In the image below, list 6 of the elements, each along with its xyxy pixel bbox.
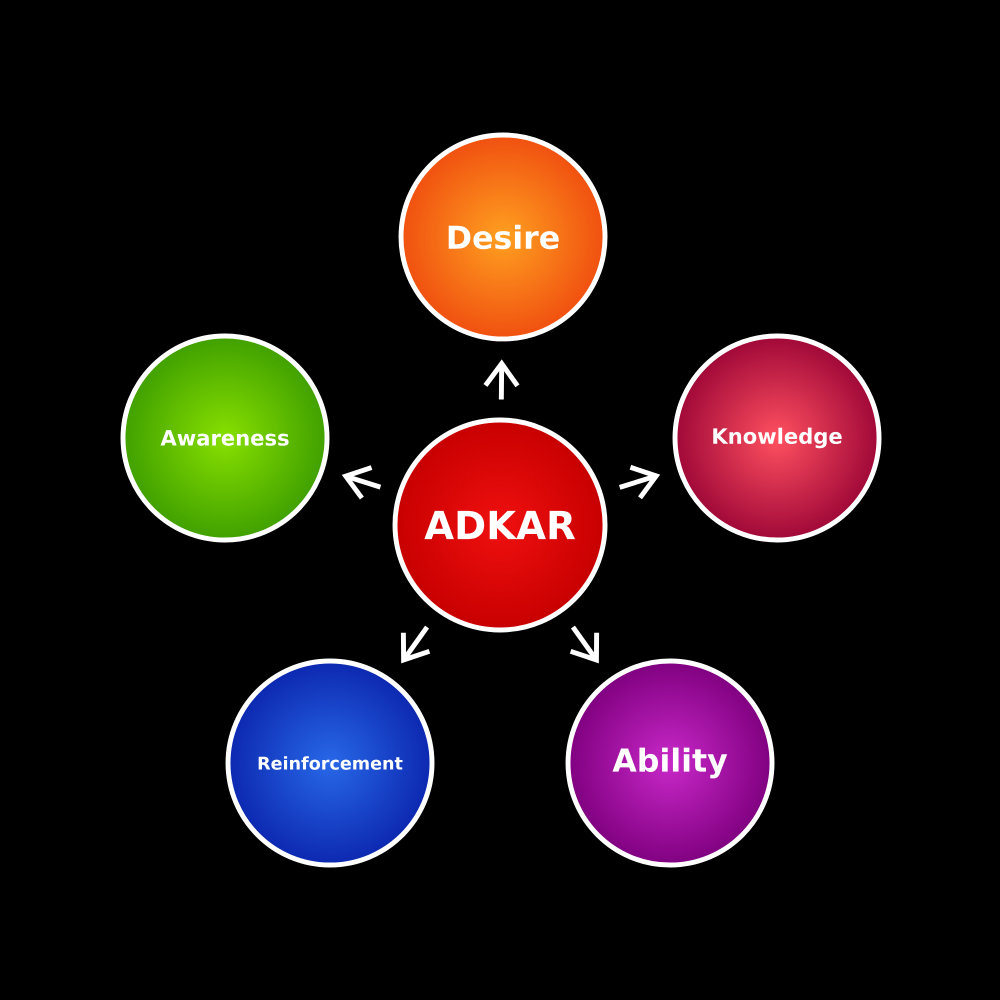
circle-node: Ability — [566, 658, 774, 868]
circle-node: Desire — [398, 132, 608, 342]
circle-node: Knowledge — [672, 334, 882, 542]
circle-node: Awareness — [120, 334, 330, 542]
circle-node: ADKAR — [392, 418, 608, 632]
circle-node: Reinforcement — [226, 658, 434, 868]
